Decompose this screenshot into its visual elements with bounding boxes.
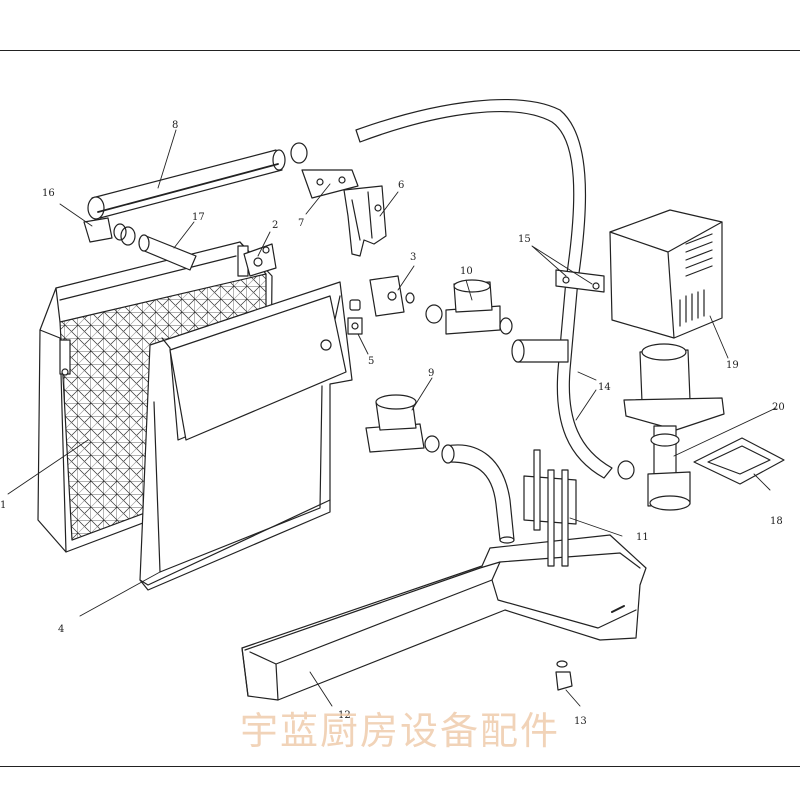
callout-16: 16 xyxy=(42,188,55,199)
callout-19: 19 xyxy=(726,360,739,371)
gasket-part-18 xyxy=(693,437,785,485)
hinge-bracket-part-6 xyxy=(343,185,387,257)
callout-6: 6 xyxy=(398,180,404,191)
callout-17: 17 xyxy=(192,212,205,223)
callout-12: 12 xyxy=(338,710,351,721)
solenoid-valve-part-9 xyxy=(365,394,440,453)
bracket-part-15 xyxy=(555,269,605,293)
callout-15: 15 xyxy=(518,234,531,245)
callout-9: 9 xyxy=(428,368,434,379)
callout-2: 2 xyxy=(272,220,278,231)
callout-14: 14 xyxy=(598,382,611,393)
leader-lines xyxy=(7,129,777,707)
pump-cover-part-19 xyxy=(609,209,723,339)
callout-13: 13 xyxy=(574,716,587,727)
solenoid-valve-part-10 xyxy=(425,279,513,335)
probe-part-11 xyxy=(523,449,577,567)
drain-hose xyxy=(441,444,515,544)
water-trough-part-12 xyxy=(241,534,647,701)
pump-motor xyxy=(623,343,725,511)
hose-part-14 xyxy=(355,99,635,480)
callout-11: 11 xyxy=(636,532,649,543)
callout-1: 1 xyxy=(0,500,6,511)
top-border-line xyxy=(0,50,800,51)
callout-18: 18 xyxy=(770,516,783,527)
tube-part-8 xyxy=(87,142,308,220)
clip-part-5 xyxy=(347,299,363,335)
clip-part-3 xyxy=(369,275,415,317)
callout-4: 4 xyxy=(58,624,64,635)
callout-7: 7 xyxy=(298,218,304,229)
callout-5: 5 xyxy=(368,356,374,367)
bottom-border-line xyxy=(0,766,800,767)
callout-20: 20 xyxy=(772,402,785,413)
front-cover-part-4 xyxy=(139,281,353,591)
callout-10: 10 xyxy=(460,266,473,277)
tube-part-17 xyxy=(138,234,197,271)
connector-part-16 xyxy=(83,217,136,246)
callout-8: 8 xyxy=(172,120,178,131)
watermark-text: 宇蓝厨房设备配件 xyxy=(239,709,560,753)
bracket-part-2 xyxy=(243,243,277,277)
drain-plug-part-13 xyxy=(555,660,573,691)
callout-labels: 1 2 3 4 5 6 7 8 9 10 11 12 13 14 15 16 1… xyxy=(0,120,785,727)
callout-3: 3 xyxy=(410,252,416,263)
